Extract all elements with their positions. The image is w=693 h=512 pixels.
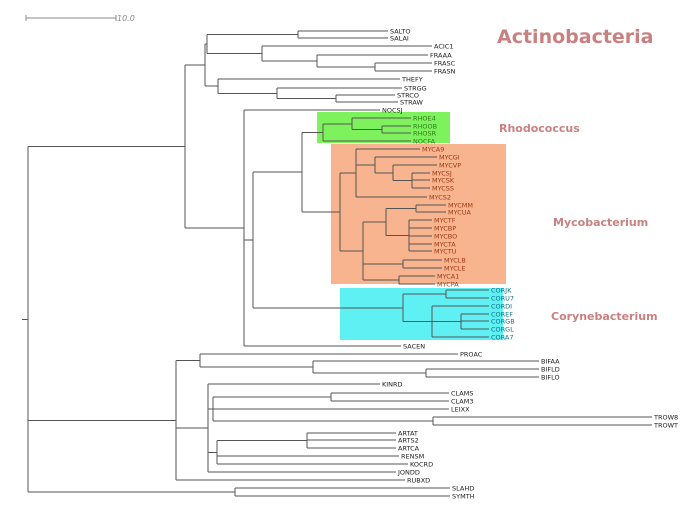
tree-title: Actinobacteria	[497, 26, 654, 48]
leaf-label-coru7: CORU7	[491, 294, 514, 302]
leaf-label-corjk: CORJK	[491, 286, 512, 294]
leaf-label-nocsj: NOCSJ	[382, 106, 403, 114]
leaf-label-mycle: MYCLE	[444, 264, 466, 272]
scale-bar-label: 10.0	[117, 14, 135, 23]
leaf-label-kocrd: KOCRD	[410, 460, 433, 468]
leaf-label-nocfa: NOCFA	[413, 137, 436, 145]
leaf-label-mycgi: MYCGI	[439, 153, 460, 161]
leaf-label-mycmm: MYCMM	[448, 201, 473, 209]
leaf-label-mycpa: MYCPA	[437, 280, 459, 288]
leaf-label-mycbo: MYCBO	[434, 232, 457, 240]
leaf-label-mycta: MYCTA	[434, 240, 456, 248]
leaf-label-mycs2: MYCS2	[429, 193, 451, 201]
leaf-label-sacen: SACEN	[403, 342, 425, 350]
leaf-label-myclb: MYCLB	[444, 256, 466, 264]
leaf-label-strco: STRCO	[397, 91, 419, 99]
leaf-label-bifld: BIFLD	[541, 365, 560, 373]
leaf-label-coref: COREF	[491, 310, 513, 318]
leaf-label-trow8: TROW8	[653, 413, 678, 421]
leaf-label-slahd: SLAHD	[452, 484, 474, 492]
leaf-label-leixx: LEIXX	[451, 405, 470, 413]
leaf-label-myctf: MYCTF	[434, 216, 456, 224]
leaf-label-symth: SYMTH	[452, 492, 475, 500]
leaf-label-arts2: ARTS2	[398, 436, 419, 444]
leaf-label-trowt: TROWT	[653, 421, 678, 429]
leaf-label-mycss: MYCSS	[432, 184, 454, 192]
rhodococcus-highlight	[317, 112, 450, 143]
leaf-label-artca: ARTCA	[398, 444, 420, 452]
leaf-label-cordi: CORDI	[491, 302, 512, 310]
leaf-label-salai: SALAI	[390, 34, 409, 42]
leaf-label-myctu: MYCTU	[434, 247, 457, 255]
leaf-label-clams: CLAMS	[451, 389, 474, 397]
leaf-label-fraaa: FRAAA	[430, 51, 452, 59]
leaf-label-rubxd: RUBXD	[407, 476, 430, 484]
leaf-label-mycua: MYCUA	[448, 208, 472, 216]
leaf-label-frasn: FRASN	[434, 67, 456, 75]
leaf-label-rensm: RENSM	[401, 452, 424, 460]
clade-label-rhodococcus: Rhodococcus	[499, 122, 580, 135]
leaf-label-frasc: FRASC	[434, 59, 456, 67]
leaf-label-proac: PROAC	[460, 350, 483, 358]
leaf-label-mycsk: MYCSK	[432, 176, 455, 184]
leaf-label-mycbp: MYCBP	[434, 224, 456, 232]
leaf-label-rhoob: RHOOB	[413, 122, 437, 130]
leaf-label-corgl: CORGL	[491, 325, 514, 333]
leaf-label-corgb: CORGB	[491, 317, 515, 325]
tree-branches	[22, 30, 652, 497]
leaf-label-mycvp: MYCVP	[439, 161, 461, 169]
leaf-label-bifaa: BIFAA	[541, 357, 560, 365]
leaf-label-myca9: MYCA9	[422, 145, 444, 153]
leaf-label-salto: SALTO	[390, 27, 411, 35]
mycobacterium-highlight	[331, 144, 506, 284]
leaf-label-rhoe4: RHOE4	[413, 114, 436, 122]
leaf-label-rhosr: RHOSR	[413, 129, 437, 137]
clade-label-mycobacterium: Mycobacterium	[553, 216, 648, 229]
leaf-label-clam3: CLAM3	[451, 397, 474, 405]
leaf-label-cora7: CORA7	[491, 333, 514, 341]
leaf-label-acic1: ACIC1	[434, 42, 453, 50]
leaf-label-strgg: STRGG	[404, 84, 427, 92]
leaf-label-kinrd: KINRD	[382, 380, 403, 388]
leaf-label-artat: ARTAT	[398, 429, 418, 437]
leaf-label-thefy: THEFY	[401, 75, 423, 83]
leaf-label-jondd: JONDD	[397, 468, 420, 476]
leaf-label-straw: STRAW	[400, 98, 423, 106]
leaf-label-biflo: BIFLO	[541, 373, 560, 381]
clade-label-corynebacterium: Corynebacterium	[551, 310, 658, 323]
leaf-label-myca1: MYCA1	[437, 272, 459, 280]
leaf-label-mycsj: MYCSJ	[432, 169, 452, 177]
